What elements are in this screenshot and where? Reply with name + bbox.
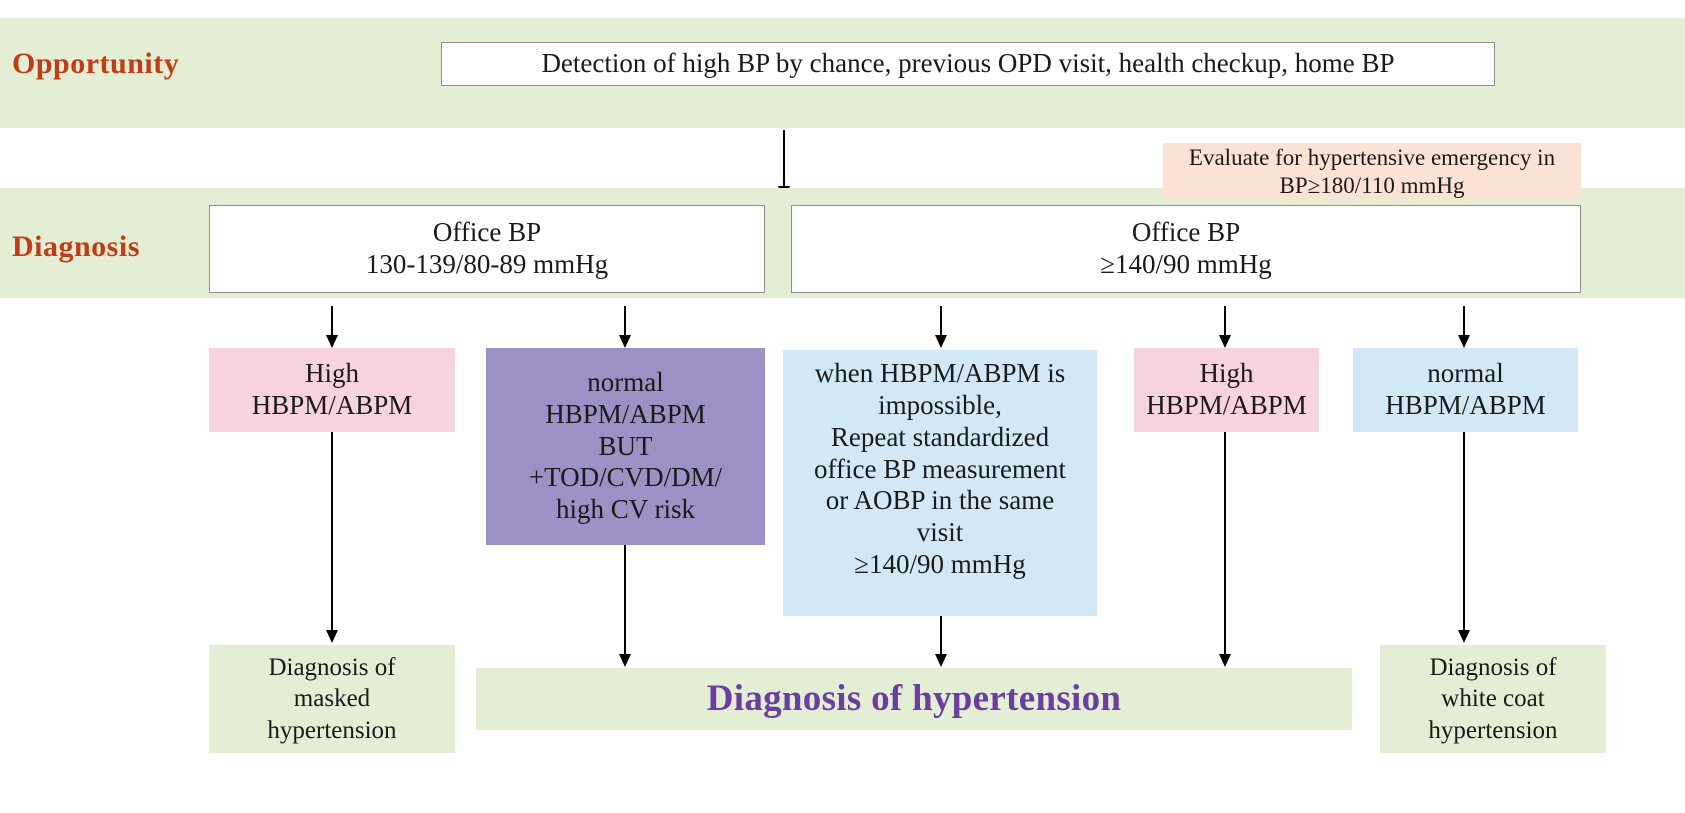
arrow-to-white-coat-hypertension (1463, 432, 1465, 635)
node-diagnosis-of-hypertension[interactable]: Diagnosis of hypertension (476, 668, 1352, 730)
arrow-head-high-right-to-diagnosis (1219, 654, 1231, 667)
stage-label-opportunity: Opportunity (12, 47, 180, 80)
node-high-hbpm-right[interactable]: High HBPM/ABPM (1134, 348, 1319, 432)
node-opportunity-detection[interactable]: Detection of high BP by chance, previous… (441, 42, 1495, 86)
arrow-head-to-masked-hypertension (326, 630, 338, 643)
arrow-opportunity-to-diagnosis (783, 130, 785, 188)
arrow-to-repeat-office-bp (940, 306, 942, 343)
arrow-tod-to-diagnosis (624, 545, 626, 659)
arrow-high-right-to-diagnosis (1224, 432, 1226, 659)
node-normal-hbpm-right[interactable]: normal HBPM/ABPM (1353, 348, 1578, 432)
node-office-bp-140-90[interactable]: Office BP ≥140/90 mmHg (791, 205, 1581, 293)
arrow-head-tod-to-diagnosis (619, 654, 631, 667)
arrow-to-high-hbpm-left (331, 306, 333, 343)
arrow-head-repeat-to-diagnosis (935, 654, 947, 667)
arrow-to-normal-hbpm-tod (624, 306, 626, 343)
arrow-head-to-repeat-office-bp (935, 335, 947, 348)
arrow-repeat-to-diagnosis (940, 616, 942, 660)
arrow-head-to-white-coat-hypertension (1458, 630, 1470, 643)
arrow-to-masked-hypertension (331, 432, 333, 635)
node-masked-hypertension[interactable]: Diagnosis of masked hypertension (209, 645, 455, 753)
arrow-head-to-normal-hbpm-right (1458, 335, 1470, 348)
node-normal-hbpm-with-tod[interactable]: normal HBPM/ABPM BUT +TOD/CVD/DM/ high C… (486, 348, 765, 545)
node-high-hbpm-left[interactable]: High HBPM/ABPM (209, 348, 455, 432)
node-hypertensive-emergency[interactable]: Evaluate for hypertensive emergency in B… (1163, 143, 1581, 200)
arrow-to-high-hbpm-right (1224, 306, 1226, 343)
node-white-coat-hypertension[interactable]: Diagnosis of white coat hypertension (1380, 645, 1606, 753)
stage-label-diagnosis: Diagnosis (12, 230, 140, 263)
node-office-bp-130-139[interactable]: Office BP 130-139/80-89 mmHg (209, 205, 765, 293)
arrow-head-to-high-hbpm-left (326, 335, 338, 348)
node-repeat-office-bp[interactable]: when HBPM/ABPM is impossible, Repeat sta… (783, 350, 1097, 616)
arrow-head-to-high-hbpm-right (1219, 335, 1231, 348)
arrow-to-normal-hbpm-right (1463, 306, 1465, 343)
arrow-head-to-normal-hbpm-tod (619, 335, 631, 348)
